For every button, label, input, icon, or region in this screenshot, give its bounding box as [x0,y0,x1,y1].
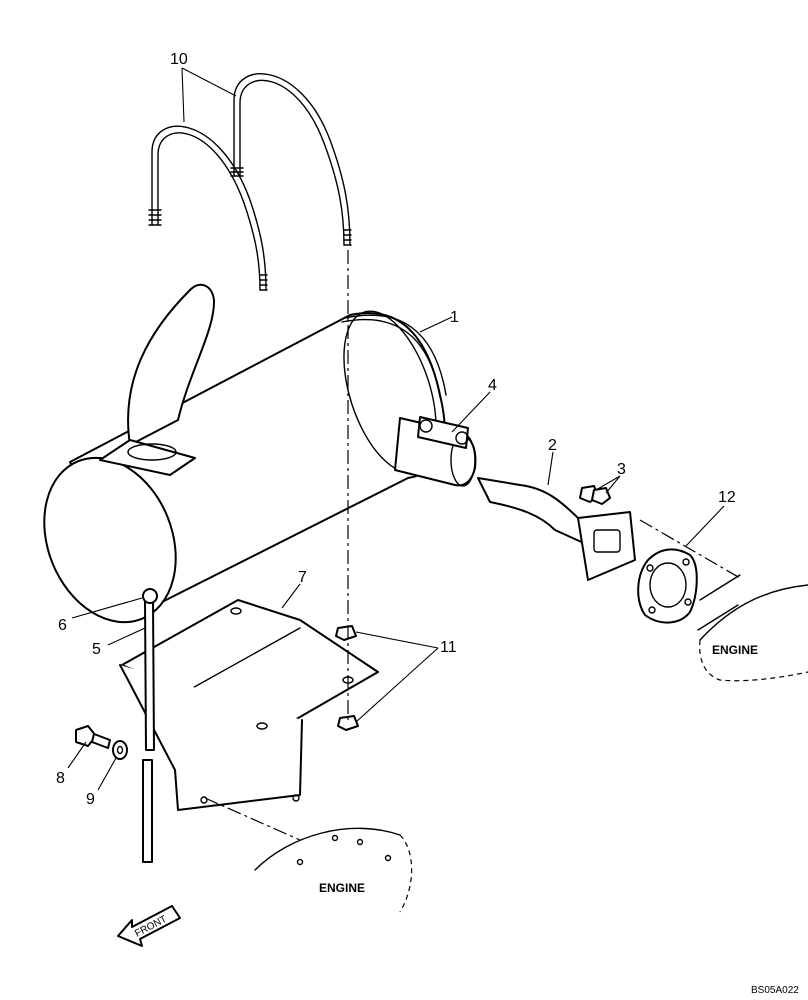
stay-rod [142,588,158,863]
leader-12 [685,505,725,547]
engine-right [697,574,808,682]
center-line-gasket-engine [639,519,741,579]
u-bolt-rear [230,73,352,246]
nuts-item-3 [579,485,611,505]
washer-item-9 [112,740,128,760]
leader-2 [547,451,554,486]
callout-10: 10 [170,51,188,68]
leader-7 [281,583,301,609]
callout-4: 4 [488,377,497,394]
nut-lower-item-11 [337,715,359,731]
leader-11 [355,631,439,723]
leader-8 [67,741,87,769]
leader-9 [97,757,117,791]
u-bolt-front [148,125,268,291]
callout-5: 5 [92,641,101,658]
leader-10 [181,67,237,123]
exhaust-pipe [477,477,636,581]
engine-label-lower: ENGINE [319,881,365,895]
engine-lower [254,827,413,913]
callout-11: 11 [440,639,457,656]
center-line-bracket-engine [204,797,301,841]
nut-upper-item-11 [335,625,357,641]
callout-3: 3 [617,461,626,478]
leader-6 [71,597,143,619]
front-arrow-icon: FRONT [117,905,181,947]
gasket [637,548,698,624]
bolt-item-8 [75,725,111,749]
leader-5 [107,627,146,646]
callout-1: 1 [450,309,459,326]
leader-1 [419,316,453,333]
callout-6: 6 [58,617,67,634]
callout-9: 9 [86,791,95,808]
callout-2: 2 [548,437,557,454]
callout-8: 8 [56,770,65,787]
bracket [119,599,379,811]
engine-label-right: ENGINE [712,643,758,657]
callout-7: 7 [298,569,307,586]
leader-4 [451,391,491,433]
muffler [43,283,477,624]
leader-3 [595,475,621,494]
callout-12: 12 [718,489,736,506]
figure-id: BS05A022 [751,985,799,996]
